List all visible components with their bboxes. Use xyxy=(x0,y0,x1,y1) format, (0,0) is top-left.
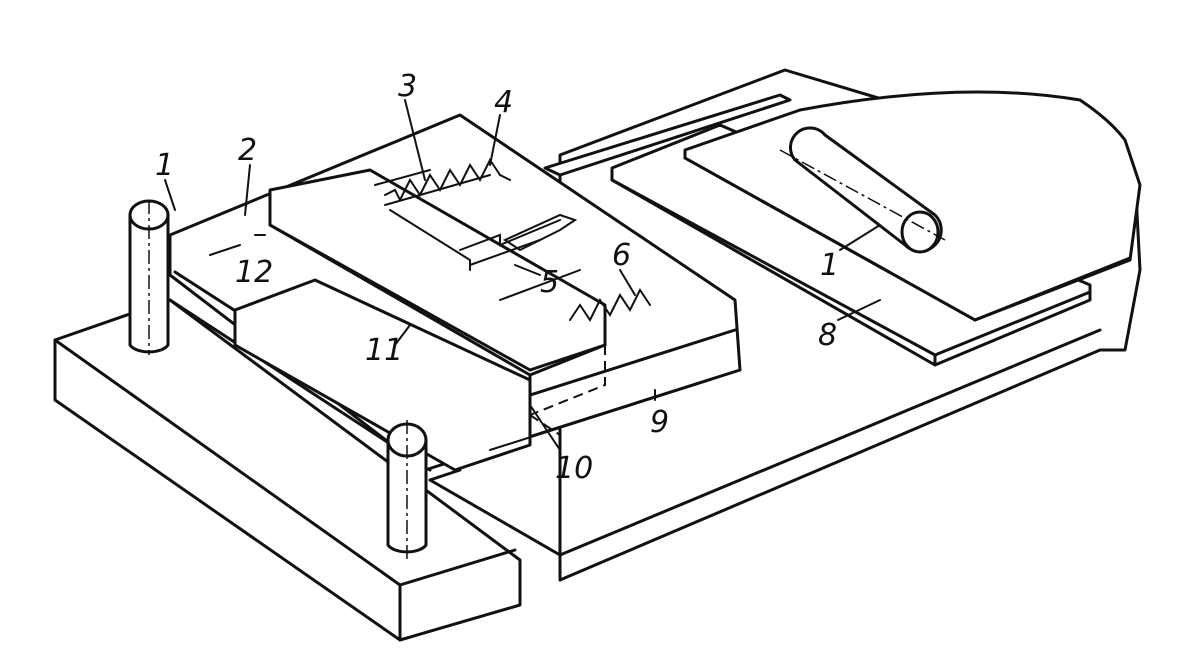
spring-icon xyxy=(384,158,651,322)
guide-pillar-icon xyxy=(128,199,170,355)
label-8: 8 xyxy=(818,318,837,353)
bar-11 xyxy=(268,168,607,436)
label-5: 5 xyxy=(540,265,559,300)
label-1-pin: 1 xyxy=(820,248,839,283)
label-3: 3 xyxy=(398,69,417,104)
guide-pillar-icon xyxy=(386,420,428,560)
label-10: 10 xyxy=(555,451,593,486)
guide-rail xyxy=(543,93,792,177)
label-11: 11 xyxy=(365,333,403,368)
pin-icon xyxy=(779,126,946,254)
plunger-5 xyxy=(459,213,578,266)
slot-lines xyxy=(209,169,711,451)
label-9: 9 xyxy=(650,405,669,440)
leader-lines xyxy=(164,99,881,451)
label-12: 12 xyxy=(235,255,273,290)
label-2: 2 xyxy=(238,133,257,168)
part-labels: 1 2 3 4 5 6 1 8 9 10 11 12 xyxy=(155,69,839,486)
label-4: 4 xyxy=(494,85,513,120)
label-6: 6 xyxy=(612,238,631,273)
label-1-pillar: 1 xyxy=(155,148,174,183)
